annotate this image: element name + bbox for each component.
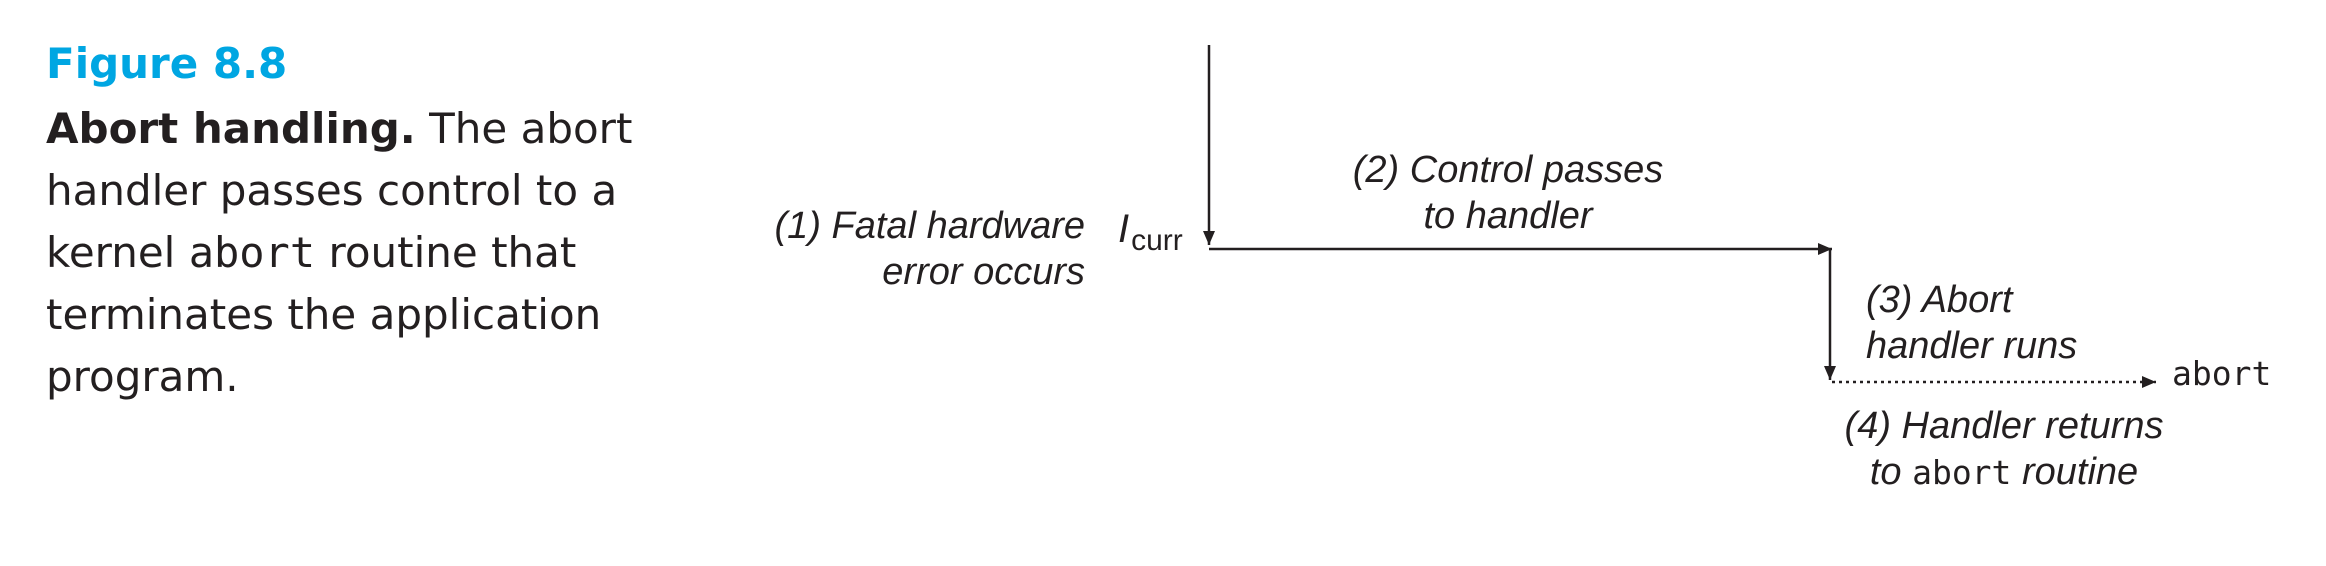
icurr-main: I <box>1118 207 1129 251</box>
step4-label-line2: to abort routine <box>1870 451 2138 493</box>
step4-suffix: routine <box>2011 451 2138 493</box>
caption-text-part1: The abort handler passes control to a ke… <box>46 104 633 277</box>
step3-label-line1: (3) Abort <box>1866 279 2014 321</box>
step1-label-line2: error occurs <box>882 251 1085 293</box>
step2-label-line2: to handler <box>1423 195 1593 237</box>
step4-prefix: to <box>1870 451 1912 493</box>
caption-text: Abort handling. The abort handler passes… <box>46 98 666 408</box>
caption-title: Abort handling. <box>46 104 416 153</box>
icurr-label: Icurr <box>1118 207 1183 257</box>
figure-label: Figure 8.8 <box>46 39 288 88</box>
step3-label-line2: handler runs <box>1866 325 2077 367</box>
figure-caption: Figure 8.8 Abort handling. The abort han… <box>46 38 666 408</box>
abort-routine-label: abort <box>2172 354 2271 393</box>
step1-label-line1: (1) Fatal hardware <box>775 205 1085 247</box>
step2-label-line1: (2) Control passes <box>1353 149 1663 191</box>
step4-code: abort <box>1912 453 2011 492</box>
step4-label-line1: (4) Handler returns <box>1845 405 2164 447</box>
caption-text-part2: routine that terminates the application … <box>46 228 602 401</box>
caption-code-word: abort <box>188 228 316 277</box>
icurr-subscript: curr <box>1131 224 1183 257</box>
